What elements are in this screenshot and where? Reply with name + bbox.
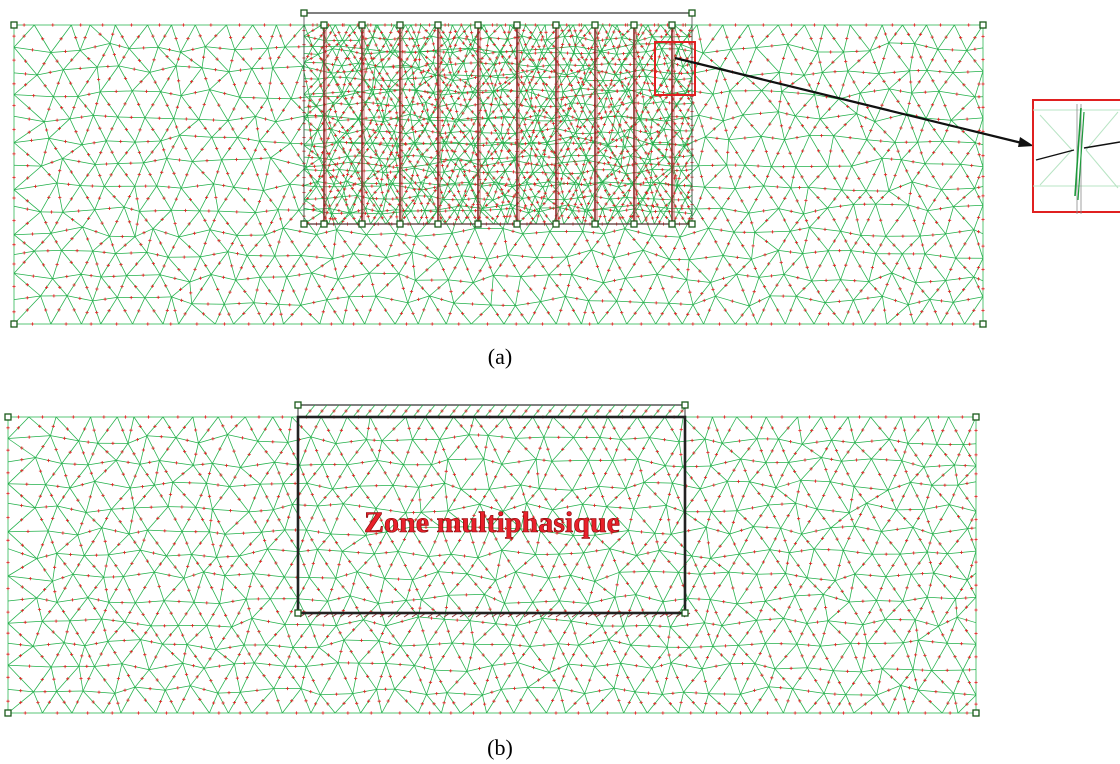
mesh-corner-node (979, 320, 987, 328)
inclusion-end-node (396, 220, 404, 228)
mesh-corner-node (10, 21, 18, 29)
inclusion-end-node (668, 21, 676, 29)
mesh-corner-node (681, 401, 689, 409)
panel-b-triangular-mesh (6, 415, 978, 715)
inclusion-end-node (552, 21, 560, 29)
mesh-corner-node (979, 21, 987, 29)
multiphase-zone-frame (296, 415, 687, 615)
mesh-corner-node (688, 9, 696, 17)
zoom-arrow-line (674, 56, 1031, 147)
zoom-selection-box (654, 41, 696, 96)
inclusion-end-node (630, 220, 638, 228)
panel-a-fine-mesh-region (302, 23, 694, 226)
inclusion-end-node (513, 21, 521, 29)
inclusion-end-node (320, 220, 328, 228)
mesh-corner-node (4, 709, 12, 717)
inclusion-end-node (358, 220, 366, 228)
panel-b-mesh: Zone multiphasique (4, 401, 980, 717)
zoom-arrow-head (1018, 137, 1034, 147)
caption-a: (a) (487, 344, 513, 369)
mesh-corner-node (681, 609, 689, 617)
mesh-corner-node (300, 220, 308, 228)
inclusion-end-node (513, 220, 521, 228)
multiphase-zone-label: Zone multiphasique (364, 506, 620, 539)
inclusion-end-node (668, 220, 676, 228)
inclusion-end-node (474, 220, 482, 228)
panel-a-corner-nodes (10, 9, 987, 328)
inclusion-end-node (591, 220, 599, 228)
panel-a-triangular-mesh (12, 23, 985, 326)
mesh-corner-node (294, 401, 302, 409)
mesh-corner-node (972, 709, 980, 717)
inclusion-end-node (434, 220, 442, 228)
panel-b-corner-nodes (4, 401, 980, 717)
inclusion-end-node (474, 21, 482, 29)
inclusion-end-node (320, 21, 328, 29)
mesh-corner-node (300, 9, 308, 17)
mesh-corner-node (4, 413, 12, 421)
inclusion-end-node (434, 21, 442, 29)
caption-b: (b) (487, 735, 513, 760)
mesh-corner-node (294, 609, 302, 617)
inclusion-end-node (396, 21, 404, 29)
inclusion-end-node (358, 21, 366, 29)
panel-a-vertical-inclusions (303, 12, 693, 225)
mesh-corner-node (972, 413, 980, 421)
zoom-inset (1032, 99, 1120, 214)
inclusion-end-node (591, 21, 599, 29)
panel-a-mesh (10, 9, 1120, 328)
inclusion-end-node (552, 220, 560, 228)
inclusion-end-node (630, 21, 638, 29)
mesh-corner-node (10, 320, 18, 328)
mesh-corner-node (688, 220, 696, 228)
